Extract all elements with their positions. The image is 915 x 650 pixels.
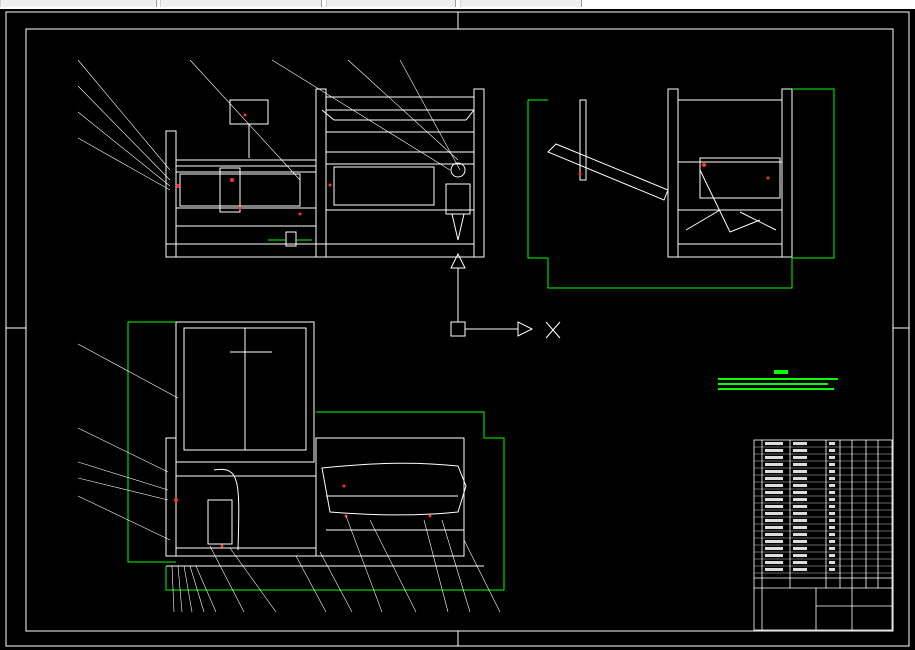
title-block-entry [793, 505, 807, 508]
title-block-entry [829, 526, 835, 529]
title-block-entry [765, 533, 783, 536]
title-block-entry [793, 442, 807, 445]
title-block-entry [793, 526, 807, 529]
title-block-entry [793, 470, 807, 473]
title-block-entry [793, 477, 807, 480]
title-block-entry [765, 470, 783, 473]
title-block-entry [765, 512, 783, 515]
title-block-entry [765, 568, 783, 571]
title-block-entry [793, 547, 807, 550]
title-block-entry [829, 463, 835, 466]
title-block-entry [793, 512, 807, 515]
title-block-entry [829, 512, 835, 515]
plan-view [165, 321, 484, 567]
title-block-entry [829, 568, 835, 571]
technical-notes [718, 370, 838, 390]
title-block-entry [829, 449, 835, 452]
ucs-icon [450, 252, 561, 339]
title-block-entries [765, 442, 835, 571]
front-view [165, 88, 485, 258]
side-view-dims [527, 88, 835, 289]
title-block-entry [793, 491, 807, 494]
title-block-entry [793, 484, 807, 487]
title-block-entry [793, 561, 807, 564]
title-block-entry [829, 519, 835, 522]
title-block-entry [793, 540, 807, 543]
title-block-entry [829, 547, 835, 550]
front-view-markers [176, 113, 332, 216]
title-block-entry [829, 505, 835, 508]
tab-strip [0, 0, 915, 9]
title-block-entry [829, 477, 835, 480]
title-block-entry [793, 533, 807, 536]
side-view-markers [578, 163, 770, 180]
title-block-entry [829, 491, 835, 494]
title-block-entry [765, 540, 783, 543]
title-block-entry [829, 470, 835, 473]
plan-view-markers [174, 484, 432, 548]
title-block [753, 439, 893, 631]
title-block-entry [765, 456, 783, 459]
title-block-entry [829, 554, 835, 557]
title-block-entry [765, 547, 783, 550]
title-block-entry [765, 484, 783, 487]
title-block-entry [793, 456, 807, 459]
side-view [547, 88, 793, 258]
plan-view-leaders [77, 343, 501, 613]
title-block-entry [765, 526, 783, 529]
title-block-entry [829, 484, 835, 487]
title-block-entry [793, 498, 807, 501]
title-block-entry [793, 554, 807, 557]
title-block-entry [765, 463, 783, 466]
plan-view-dims [127, 321, 505, 591]
tab-1[interactable] [0, 0, 157, 7]
title-block-entry [765, 561, 783, 564]
title-block-entry [765, 491, 783, 494]
title-block-entry [765, 477, 783, 480]
title-block-entry [793, 519, 807, 522]
tab-2[interactable] [160, 0, 322, 7]
title-block-entry [765, 554, 783, 557]
title-block-entry [829, 442, 835, 445]
title-block-entry [793, 463, 807, 466]
tab-3[interactable] [326, 0, 456, 7]
title-block-rows [754, 446, 892, 574]
title-block-entry [765, 449, 783, 452]
title-block-entry [765, 519, 783, 522]
tab-4[interactable] [460, 0, 582, 7]
title-block-entry [793, 568, 807, 571]
title-block-entry [829, 561, 835, 564]
title-block-entry [829, 498, 835, 501]
drawing-border [5, 11, 910, 647]
front-view-leaders [77, 59, 461, 191]
title-block-entry [829, 533, 835, 536]
cad-canvas[interactable]: X [0, 9, 915, 650]
title-block-entry [829, 456, 835, 459]
title-block-entry [765, 505, 783, 508]
title-block-entry [765, 498, 783, 501]
title-block-entry [765, 442, 783, 445]
title-block-entry [793, 449, 807, 452]
title-block-entry [829, 540, 835, 543]
